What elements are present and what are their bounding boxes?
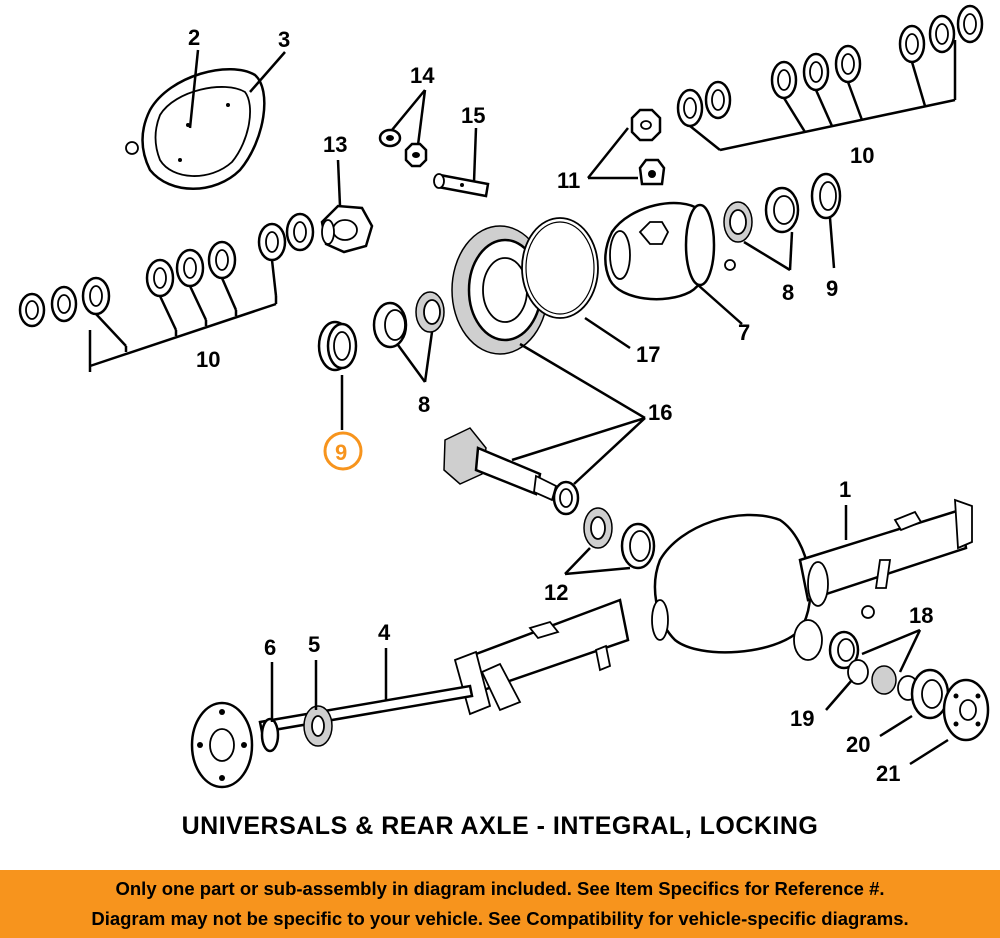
leader-14a	[391, 89, 426, 131]
leader-10-left-d	[188, 285, 208, 321]
leader-17	[584, 316, 631, 350]
callout-8-left: 8	[418, 392, 430, 417]
pinion-mate-gears	[378, 128, 428, 168]
callout-10-right: 10	[850, 143, 874, 168]
callout-5: 5	[308, 632, 320, 657]
leader-16b	[519, 342, 646, 420]
leader-10-right-c	[814, 89, 834, 127]
leader-8-left-b	[423, 331, 434, 383]
leader-10-left-e	[220, 277, 238, 311]
carrier-bearings-right	[723, 186, 800, 243]
notice-line-2: Diagram may not be specific to your vehi…	[91, 908, 909, 929]
leader-20	[879, 714, 913, 738]
callout-17: 17	[636, 342, 660, 367]
leader-12a	[564, 547, 591, 575]
leader-10-left	[88, 296, 278, 372]
notice-banner: Only one part or sub-assembly in diagram…	[0, 870, 1000, 938]
diagram-title: UNIVERSALS & REAR AXLE - INTEGRAL, LOCKI…	[181, 812, 819, 840]
axle-housing	[453, 498, 973, 716]
exploded-parts-diagram: 2 3 14 15 13 10	[18, 4, 990, 789]
shim-17-inner	[525, 221, 595, 315]
differential-cover	[125, 67, 266, 190]
callout-19: 19	[790, 706, 814, 731]
highlight-ring	[323, 431, 363, 471]
leader-14b	[416, 89, 427, 146]
leader-18a	[861, 628, 921, 656]
leader-15	[472, 127, 478, 183]
callout-21: 21	[876, 761, 900, 786]
leader-10-right-a	[689, 125, 721, 151]
callout-6: 6	[264, 635, 276, 660]
leader-8-right-a	[743, 240, 791, 272]
pinion-gear-11	[630, 108, 662, 142]
callout-14: 14	[410, 63, 435, 88]
callout-3: 3	[278, 27, 290, 52]
clutch-disc-pack-left	[18, 212, 315, 328]
leader-10-left-f	[270, 259, 278, 297]
leader-8-right-b	[788, 231, 794, 271]
callout-16: 16	[648, 400, 672, 425]
callout-7: 7	[738, 320, 750, 345]
callout-9-right: 9	[826, 276, 838, 301]
leader-13	[336, 159, 342, 207]
bearing-race-9-right	[810, 172, 842, 220]
clutch-disc-pack-right	[676, 4, 984, 128]
leader-10-right-e	[910, 61, 927, 107]
axle-shaft	[190, 684, 474, 789]
pinion-bearings	[583, 507, 656, 570]
leader-11a	[587, 127, 629, 179]
leader-21	[909, 738, 949, 766]
notice-line-1: Only one part or sub-assembly in diagram…	[115, 878, 885, 899]
leader-10-right-d	[846, 81, 864, 121]
callout-12: 12	[544, 580, 568, 605]
callout-20: 20	[846, 732, 870, 757]
leader-10-left-c	[158, 295, 178, 331]
leader-10-right	[719, 40, 957, 152]
leader-10-right-b	[782, 97, 807, 133]
callout-13: 13	[323, 132, 347, 157]
callout-8-right: 8	[782, 280, 794, 305]
leader-16c	[573, 417, 646, 485]
side-gear	[320, 204, 374, 254]
callout-4: 4	[378, 620, 391, 645]
leader-18b	[898, 629, 922, 673]
callout-1: 1	[839, 477, 851, 502]
callout-11: 11	[557, 168, 580, 193]
shim-17	[521, 217, 599, 319]
callout-15: 15	[461, 103, 485, 128]
hub-components	[828, 630, 990, 742]
cross-shaft-pin	[433, 173, 490, 198]
drive-pinion	[443, 427, 580, 516]
leader-16a	[511, 416, 646, 462]
callout-10-left: 10	[196, 347, 220, 372]
leader-9-right	[828, 217, 836, 269]
callout-9-highlight[interactable]: 9	[335, 440, 347, 465]
leader-2	[188, 49, 200, 129]
leader-3	[249, 51, 286, 93]
leader-12b	[564, 566, 631, 576]
callout-2: 2	[188, 25, 200, 50]
leader-7	[697, 284, 743, 325]
leader-19	[825, 679, 853, 711]
leader-8-left-a	[396, 344, 427, 383]
ring-gear	[451, 225, 549, 355]
bearing-race-9	[317, 320, 358, 372]
differential-case	[604, 201, 736, 301]
callout-18: 18	[909, 603, 933, 628]
thrust-block	[638, 158, 666, 186]
carrier-bearings-left	[372, 291, 445, 349]
leader-10-left-b	[95, 313, 127, 347]
